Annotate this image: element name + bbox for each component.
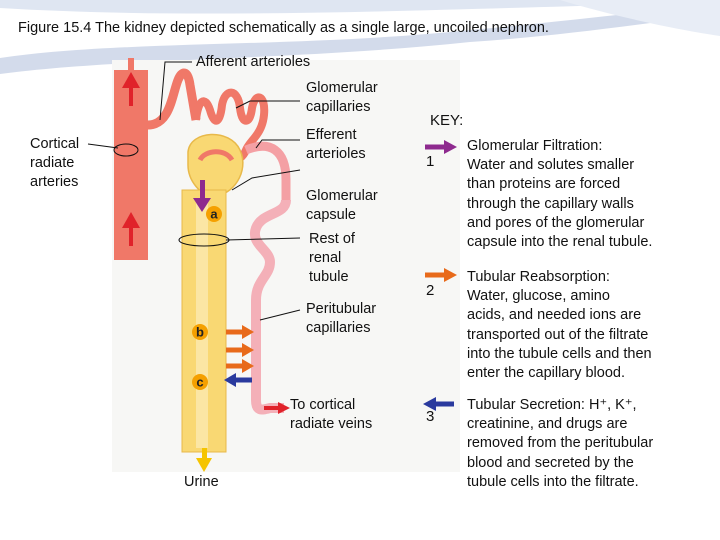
label-efferent-arterioles: Efferent arterioles <box>306 127 366 162</box>
label-rest-of-renal-tubule: Rest of renal tubule <box>309 231 355 285</box>
key-arrow-3-icon <box>423 397 454 411</box>
efferent-arteriole <box>244 141 291 200</box>
key-number-2: 2 <box>426 282 435 299</box>
afferent-arteriole <box>147 68 201 130</box>
label-glomerular-capsule: Glomerular capsule <box>306 188 378 223</box>
label-cortical-radiate-arteries: Cortical radiate arteries <box>30 136 80 190</box>
label-afferent-arterioles: Afferent arterioles <box>196 54 311 70</box>
key-number-1: 1 <box>426 153 435 170</box>
key-number-3: 3 <box>426 408 435 425</box>
key-text-secretion: Tubular Secretion: H⁺, K⁺, creatinine, a… <box>467 397 654 490</box>
label-urine: Urine <box>184 474 219 490</box>
vein-arrow-icon <box>278 402 290 414</box>
diagram-panel <box>112 60 460 472</box>
key-arrow-2-icon <box>425 268 457 282</box>
label-peritubular-capillaries: Peritubular capillaries <box>306 301 377 336</box>
key-text-reabsorption: Tubular Reabsorption: Water, glucose, am… <box>467 269 652 382</box>
letter-b: b <box>196 325 204 340</box>
key-text-filtration: Glomerular Filtration: Water and solutes… <box>467 138 653 251</box>
artery-arrow-up-icon <box>122 212 140 228</box>
artery-arrow-up-icon <box>122 72 140 88</box>
label-to-cortical-radiate-veins: To cortical radiate veins <box>290 397 373 432</box>
reabsorption-arrows <box>226 325 254 373</box>
secretion-arrow-icon <box>224 373 236 387</box>
filtration-arrow-icon <box>193 198 211 212</box>
key-title: KEY: <box>430 112 464 129</box>
letter-a: a <box>210 207 218 222</box>
title-background <box>0 0 720 74</box>
label-glomerular-capillaries: Glomerular capillaries <box>306 80 378 115</box>
letter-c: c <box>196 375 203 390</box>
peritubular-capillary <box>249 198 291 415</box>
figure-title: Figure 15.4 The kidney depicted schemati… <box>18 20 549 36</box>
urine-arrow-icon <box>196 458 212 472</box>
key-arrow-1-icon <box>425 140 457 154</box>
